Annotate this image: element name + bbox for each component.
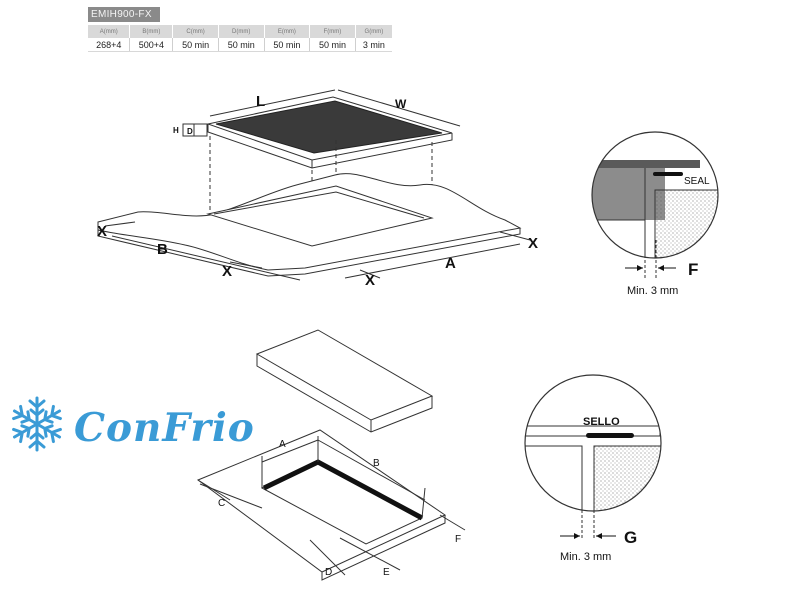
- label-a-bottom: A: [279, 439, 286, 450]
- dim-line-l: [209, 89, 336, 117]
- spec-header: F(mm): [309, 25, 356, 38]
- label-e-bottom: E: [383, 567, 390, 578]
- seal-label: SEAL: [684, 176, 710, 187]
- spec-table: A(mm) B(mm) C(mm) D(mm) E(mm) F(mm) G(mm…: [88, 25, 392, 52]
- dim-line-b: [111, 235, 301, 281]
- label-c-bottom: C: [218, 498, 225, 509]
- label-h: H: [173, 126, 179, 135]
- spec-value: 50 min: [309, 38, 356, 52]
- spec-header: G(mm): [355, 25, 392, 38]
- spec-value: 268+4: [88, 38, 131, 52]
- label-l: L: [256, 93, 265, 110]
- min-note-f: Min. 3 mm: [627, 285, 678, 297]
- label-x-bottom: X: [222, 263, 232, 280]
- spec-header: E(mm): [264, 25, 311, 38]
- spec-value: 50 min: [172, 38, 219, 52]
- spec-value: 500+4: [129, 38, 174, 52]
- brand-logo-text: ConFrio: [74, 405, 255, 451]
- spec-value: 50 min: [218, 38, 265, 52]
- spec-header: C(mm): [172, 25, 219, 38]
- dim-line-f: [439, 514, 466, 531]
- dim-line-w: [337, 89, 461, 127]
- hd-box: [182, 123, 208, 137]
- worktop-cutout: [206, 185, 434, 247]
- dim-line-d: [309, 539, 346, 576]
- seal-strip-f: [653, 172, 683, 176]
- label-f-detail: F: [688, 260, 698, 279]
- label-f-bottom: F: [455, 534, 461, 545]
- spec-header: A(mm): [88, 25, 131, 38]
- label-x-front: X: [365, 272, 375, 289]
- label-w: W: [395, 97, 407, 111]
- min-note-g: Min. 3 mm: [560, 551, 611, 563]
- dim-line-x-front: [359, 269, 381, 279]
- dim-line-a-bottom: [261, 439, 319, 463]
- seal-strip-g: [586, 433, 634, 438]
- label-d-bottom: D: [325, 567, 332, 578]
- dim-line-b-bottom: [317, 439, 426, 501]
- detail-circle-g: [524, 374, 662, 540]
- hob-block-top: [255, 329, 434, 421]
- dim-line-e: [339, 537, 401, 571]
- label-x-left: X: [97, 223, 107, 240]
- model-tag: EMIH900-FX: [88, 7, 160, 22]
- sello-label: SELLO: [583, 416, 620, 428]
- label-b: B: [157, 241, 168, 258]
- spec-header: B(mm): [129, 25, 174, 38]
- spec-value: 50 min: [264, 38, 311, 52]
- top-isometric-diagram: [97, 89, 531, 281]
- label-d: D: [187, 127, 193, 136]
- label-x-right: X: [528, 235, 538, 252]
- hob-glass: [215, 100, 443, 154]
- label-g-detail: G: [624, 528, 637, 547]
- spec-header: D(mm): [218, 25, 265, 38]
- label-a: A: [445, 255, 456, 272]
- bottom-isometric-diagram: [196, 329, 466, 581]
- dim-line-x-right: [499, 231, 531, 241]
- dim-line-a: [344, 243, 521, 279]
- snowflake-icon: [9, 396, 65, 452]
- spec-value: 3 min: [355, 38, 392, 52]
- label-b-bottom: B: [373, 458, 380, 469]
- dim-line-x-left: [104, 221, 136, 227]
- dim-line-x-bottom: [229, 261, 263, 269]
- detail-circle-f: [591, 131, 719, 280]
- spec-value-row: 268+4 500+4 50 min 50 min 50 min 50 min …: [88, 38, 392, 52]
- spec-header-row: A(mm) B(mm) C(mm) D(mm) E(mm) F(mm) G(mm…: [88, 25, 392, 38]
